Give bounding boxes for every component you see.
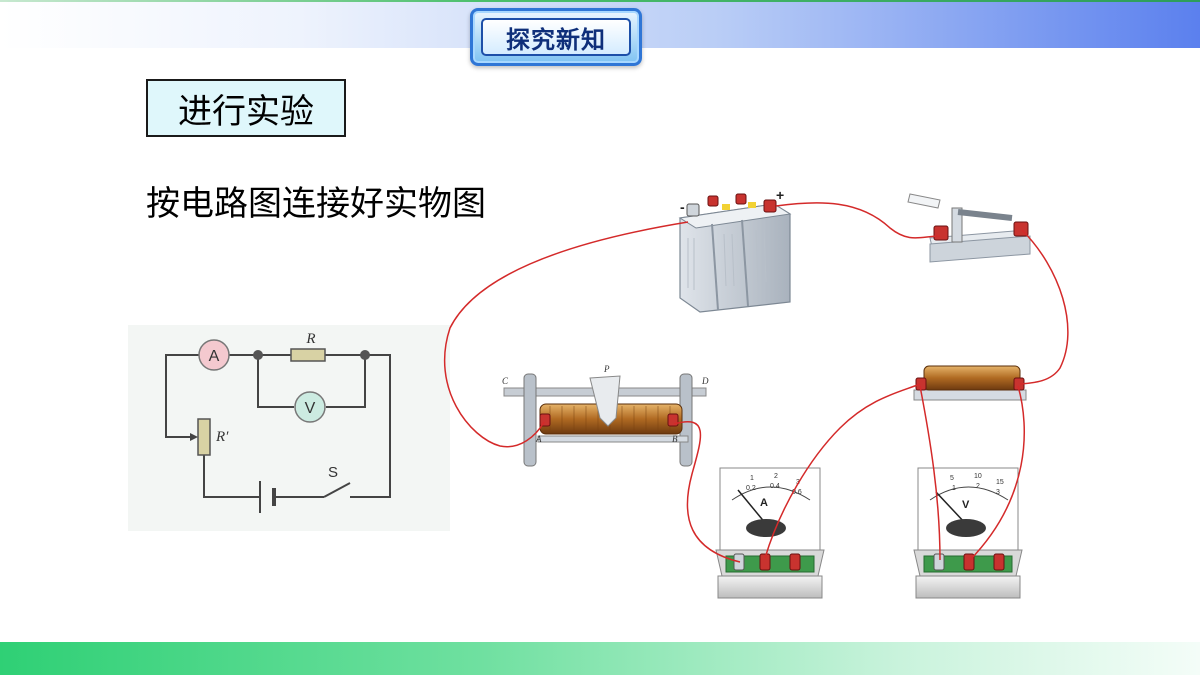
rheostat: C D P A B [502,364,709,467]
schematic-voltmeter [294,391,326,423]
schematic-resistor-label: R [305,331,315,347]
ammeter-lower-3: 0.6 [792,489,802,496]
voltmeter-lower-1: 1 [952,485,956,492]
rheostat-label-c: C [502,376,509,386]
header-badge-inner: 探究新知 [481,18,631,56]
voltmeter-lower-3: 3 [996,489,1000,496]
rheostat-label-d: D [701,376,709,386]
instruction-text: 按电路图连接好实物图 [146,184,486,224]
ammeter-upper-1: 1 [750,475,754,482]
ammeter-symbol: A [760,497,768,509]
ammeter-upper-2: 2 [774,473,778,480]
wire-resistor-to-voltmeter-left [919,385,941,561]
ammeter-lower-1: 0.2 [746,485,756,492]
battery: - + [678,187,792,313]
bottom-decor-band [0,642,1200,675]
wire-rheostat-to-ammeter [673,421,741,563]
apparatus-illustration: - + C [444,187,1069,599]
schematic-rheostat-arrow [190,433,198,441]
schematic-node-left [253,350,263,360]
battery-negative-label: - [680,199,685,215]
voltmeter-symbol: V [962,499,970,511]
ammeter-lower-2: 0.4 [770,483,780,490]
header-badge: 探究新知 [470,8,642,66]
wire-battery-to-switch [775,202,941,239]
schematic-node-right [360,350,370,360]
wire-resistor-to-voltmeter-right [969,385,1025,561]
section-label: 进行实验 [146,79,346,137]
knife-switch [907,193,1031,263]
top-decor-line [0,0,1200,2]
schematic-switch-label: S [328,464,338,481]
schematic-resistor [290,348,326,362]
rheostat-label-p: P [603,364,610,374]
schematic-rheostat-label: R′ [215,429,229,445]
fixed-resistor [913,365,1027,401]
voltmeter-upper-3: 15 [996,479,1004,486]
rheostat-label-b: B [672,434,678,444]
schematic-wire-left [165,354,210,438]
circuit-schematic: A R V R′ S [128,325,450,531]
schematic-ammeter [198,339,230,371]
header-title: 探究新知 [506,25,606,54]
ammeter: 1 2 3 0.2 0.4 0.6 A [715,467,825,599]
wire-ammeter-to-resistor [764,383,921,559]
voltmeter-upper-1: 5 [950,475,954,482]
voltmeter-lower-2: 2 [976,483,980,490]
wire-switch-to-resistor [1019,229,1069,385]
schematic-voltmeter-label: V [305,400,316,417]
voltmeter-upper-2: 10 [974,473,982,480]
connection-wires [444,202,1069,563]
battery-positive-label: + [776,187,784,203]
schematic-rheostat [197,418,211,456]
rheostat-label-a: A [535,434,542,444]
wire-battery-to-rheostat [444,221,689,448]
schematic-ammeter-label: A [209,348,220,365]
voltmeter: 5 10 15 1 2 3 V [913,467,1023,599]
